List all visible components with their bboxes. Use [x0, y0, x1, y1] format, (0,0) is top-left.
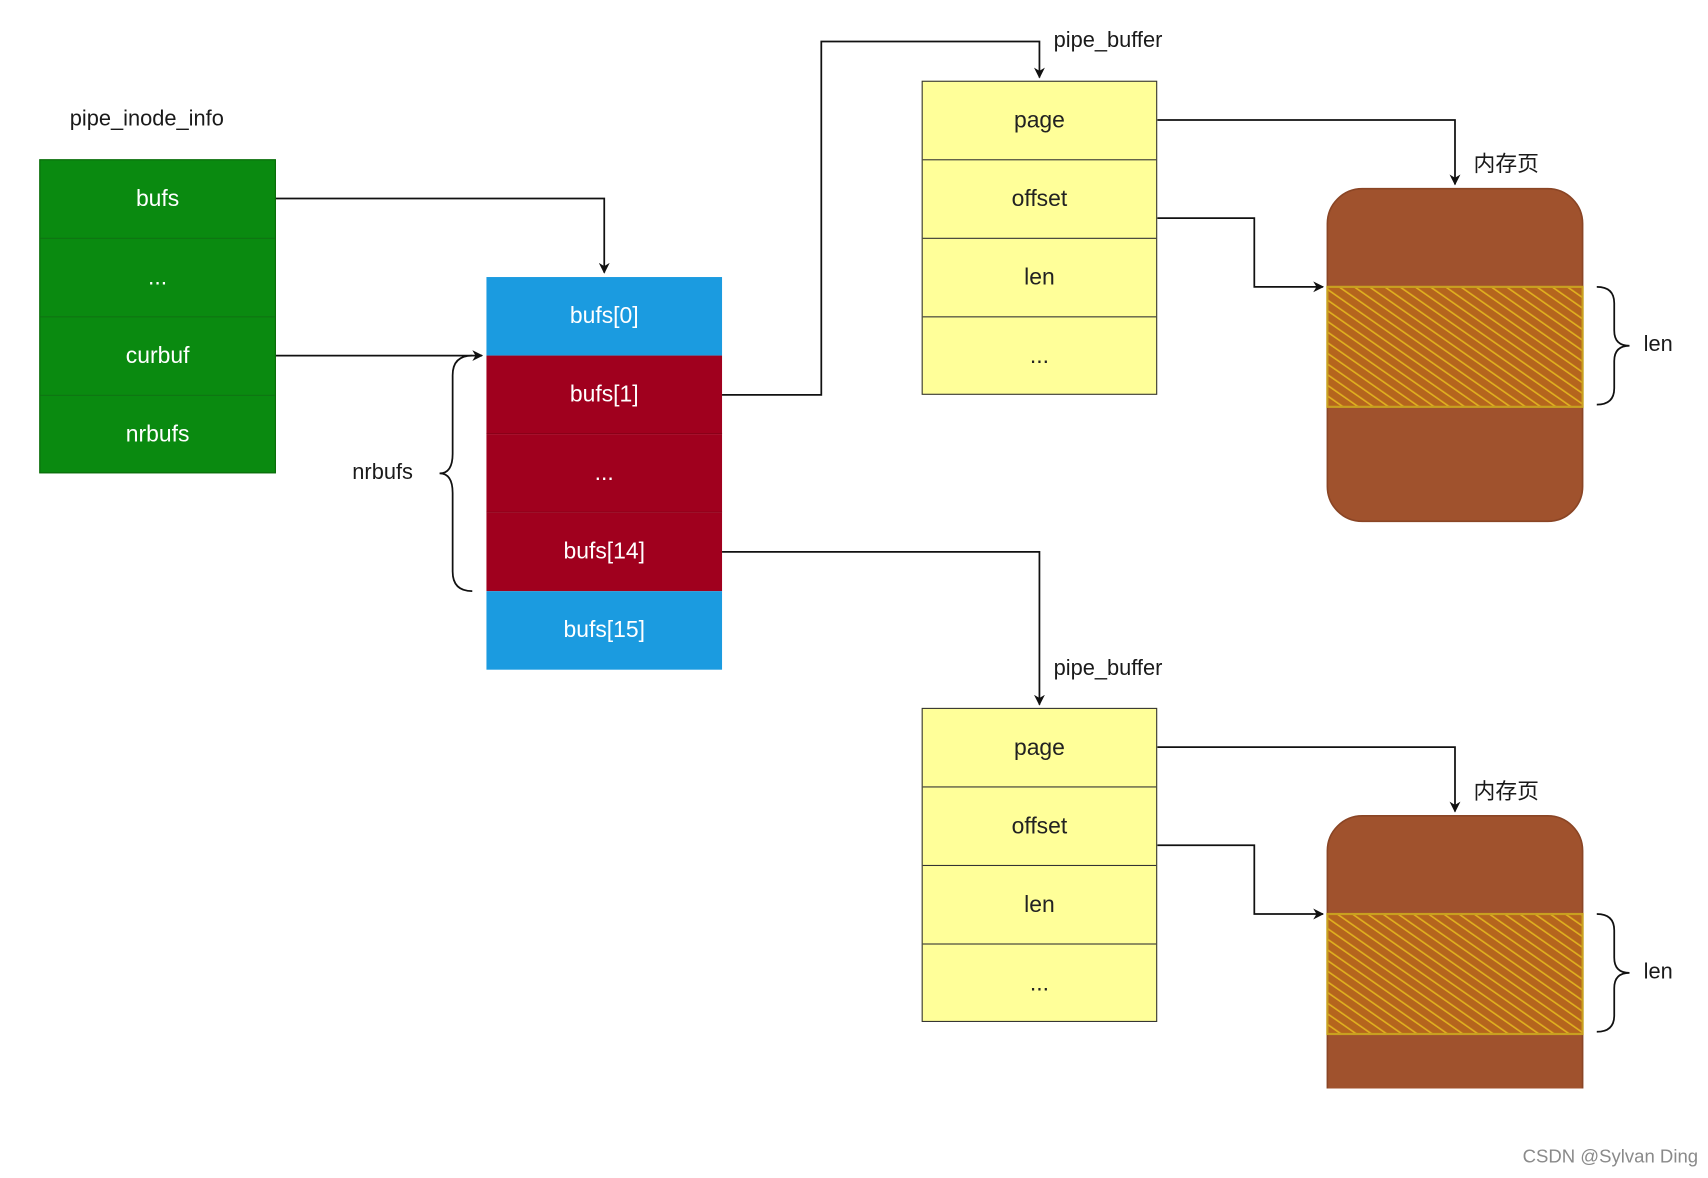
nrbufs-label: nrbufs [352, 460, 413, 485]
arrow-page-to-memory-bottom [1157, 746, 1461, 813]
pipe-buffer-top-ellipsis: ... [1029, 343, 1049, 369]
field-curbuf: curbuf [40, 317, 275, 396]
arrow-offset-to-data-top [1157, 217, 1325, 293]
arrow-bufs14-to-pipe-buffer [722, 551, 1045, 706]
pipe-buffer-top-struct: page offset len ... [921, 80, 1158, 395]
pipe-buffer-bottom-ellipsis: ... [1029, 970, 1049, 996]
pipe-buffer-bottom-struct: page offset len ... [921, 707, 1158, 1022]
pipe-buffer-top-offset: offset [922, 160, 1157, 239]
memory-page-top-len-label: len [1643, 332, 1673, 357]
len-brace-bottom [1596, 913, 1630, 1033]
array-entry-ellipsis: ... [486, 434, 723, 513]
pipe-buffer-top-len: len [922, 239, 1157, 318]
memory-page-top-data-region [1326, 285, 1584, 408]
array-entry-bufs14: bufs[14] [486, 512, 723, 592]
array-entry-bufs0: bufs[0] [486, 277, 723, 356]
len-brace-top [1596, 285, 1630, 406]
array-entry-bufs1: bufs[1] [486, 355, 723, 435]
watermark: CSDN @Sylvan Ding [1522, 1146, 1699, 1168]
memory-page-bottom-data-region [1326, 912, 1584, 1036]
field-nrbufs: nrbufs [125, 422, 190, 448]
field-bufs: bufs [40, 160, 275, 239]
pipe-inode-info-struct: bufs ... curbuf nrbufs [39, 159, 276, 474]
nrbufs-brace [439, 354, 473, 593]
arrow-bufs-to-array [274, 197, 610, 274]
pipe-buffer-bottom-offset: offset [922, 787, 1157, 867]
memory-page-bottom [1326, 815, 1584, 1089]
pipe-buffer-bottom-page: page [922, 709, 1157, 788]
pipe-buffer-top-page: page [922, 82, 1157, 161]
arrow-bufs1-to-pipe-buffer [722, 40, 1045, 396]
arrow-offset-to-data-bottom [1157, 844, 1325, 920]
memory-page-bottom-len-label: len [1643, 959, 1673, 984]
memory-page-top-title: 内存页 [1473, 152, 1539, 177]
arrow-page-to-memory-top [1157, 119, 1461, 186]
pipe-buffer-array: bufs[0] bufs[1] ... bufs[14] bufs[15] [486, 277, 723, 670]
array-entry-bufs15: bufs[15] [486, 591, 723, 670]
field-ellipsis: ... [40, 239, 275, 318]
pipe-buffer-top-title: pipe_buffer [1053, 28, 1163, 53]
memory-page-bottom-title: 内存页 [1473, 779, 1539, 804]
pipe-buffer-bottom-len: len [922, 866, 1157, 945]
memory-page-top [1326, 187, 1584, 523]
pipe-inode-info-title: pipe_inode_info [69, 106, 224, 131]
pipe-buffer-bottom-title: pipe_buffer [1053, 656, 1163, 681]
